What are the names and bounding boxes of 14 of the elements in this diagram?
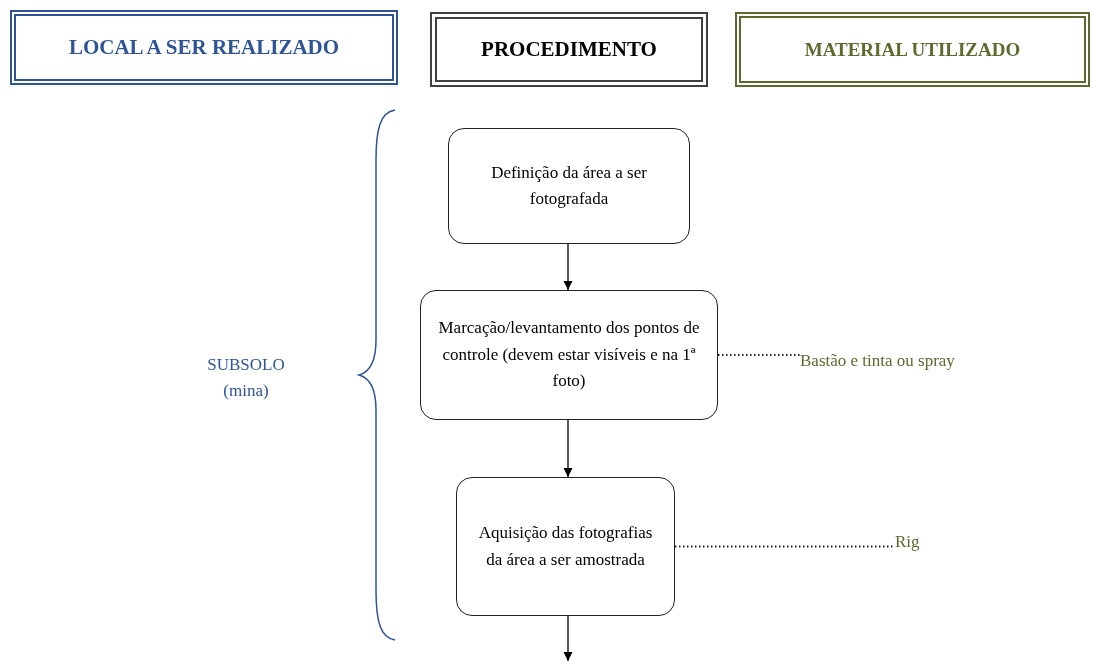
location-label: SUBSOLO (mina) [206, 354, 286, 402]
process-box: Marcação/levantamento dos pontos de controle (devem estar visíveis e na 1ª foto) [420, 290, 718, 420]
arrow [563, 419, 573, 478]
process-box: Definição da área a ser fotografada [448, 128, 690, 244]
leader-line [674, 545, 896, 548]
material-text: Bastão e tinta ou spray [800, 348, 1010, 374]
process-box: Aquisição das fotografias da área a ser amostrada [456, 477, 675, 616]
arrow [563, 243, 573, 291]
material-text: Rig [895, 529, 935, 555]
header-box: MATERIAL UTILIZADO [735, 12, 1090, 87]
header-box: LOCAL A SER REALIZADO [10, 10, 398, 85]
arrow [563, 615, 573, 661]
leader-line [717, 354, 801, 356]
header-box: PROCEDIMENTO [430, 12, 708, 87]
